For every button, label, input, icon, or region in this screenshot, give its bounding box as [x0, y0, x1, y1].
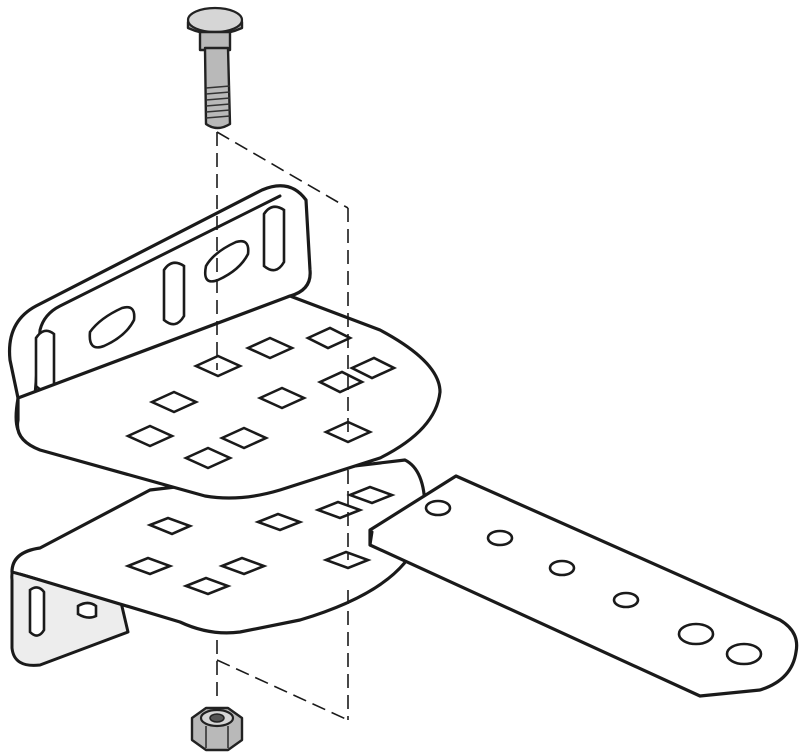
alignment-lines [216, 131, 349, 721]
top-bracket [7, 184, 442, 500]
top-plate-square-holes [124, 326, 398, 470]
bottom-plate-square-holes [124, 485, 396, 596]
bottom-bracket [10, 458, 427, 667]
flange-slots [34, 205, 286, 392]
bolt-threads [205, 85, 231, 119]
lock-nut [190, 706, 244, 752]
carriage-bolt [186, 6, 244, 130]
extension-arm [368, 474, 799, 698]
arm-holes [424, 499, 763, 666]
